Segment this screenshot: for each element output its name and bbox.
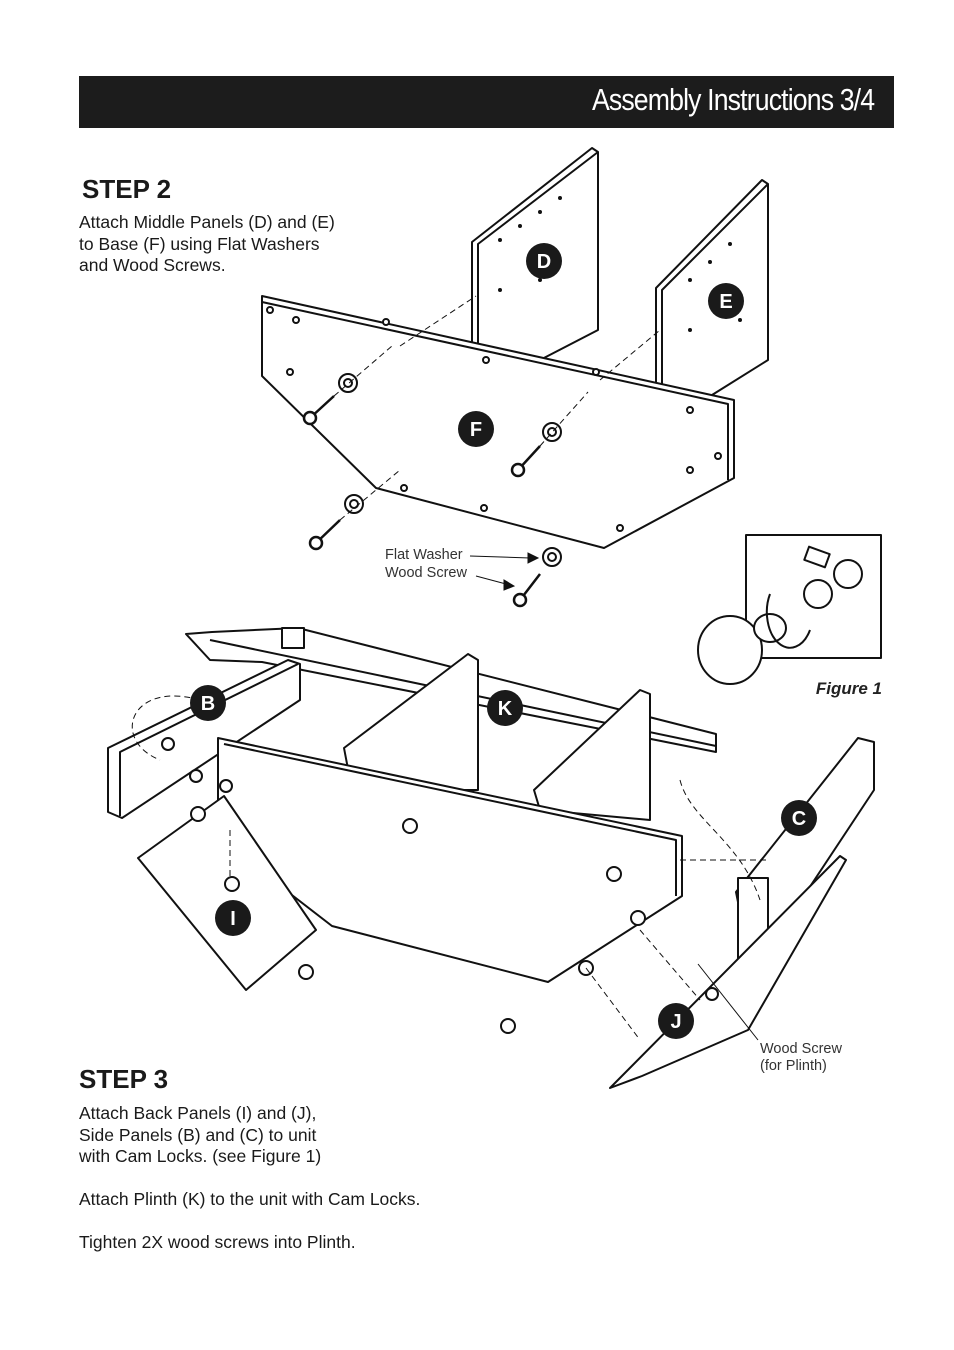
callout-arrows xyxy=(469,552,759,1041)
header-bar: Assembly Instructions 3/4 xyxy=(79,76,894,128)
figure-1-caption: Figure 1 xyxy=(816,679,882,698)
side-panel-b xyxy=(107,659,301,819)
step-2-title: STEP 2 xyxy=(82,174,172,204)
middle-panels xyxy=(343,653,651,821)
wood-screw-icon xyxy=(302,395,541,608)
step-2-instructions: Attach Middle Panels (D) and (E) to Base… xyxy=(79,212,335,277)
step-3-line: Attach Back Panels (I) and (J), xyxy=(79,1103,317,1123)
part-label-b: B xyxy=(201,693,215,715)
figure-1-box xyxy=(697,534,882,685)
part-badge-d: D xyxy=(526,243,562,279)
part-badge-e: E xyxy=(708,283,744,319)
base-panel-f xyxy=(261,295,735,549)
step-3-line: with Cam Locks. (see Figure 1) xyxy=(79,1146,322,1166)
step-3-screws-text: Tighten 2X wood screws into Plinth. xyxy=(79,1232,356,1252)
step-2-line: to Base (F) using Flat Washers xyxy=(79,233,320,254)
step-2-line: and Wood Screws. xyxy=(79,255,226,275)
part-label-f: F xyxy=(470,419,482,441)
part-label-d: D xyxy=(537,251,551,273)
step-3-title: STEP 3 xyxy=(79,1064,169,1094)
wood-screw-label: Wood Screw xyxy=(385,565,467,581)
part-badge-k: K xyxy=(487,690,523,726)
part-badge-i: I xyxy=(215,900,251,936)
part-label-k: K xyxy=(498,698,513,720)
flat-washer-icon xyxy=(338,373,562,567)
step-2-line: Attach Middle Panels (D) and (E) xyxy=(79,212,335,232)
plinth-screw-label: Wood Screw xyxy=(760,1041,842,1057)
cam-lock-icon xyxy=(161,737,719,1034)
part-badge-j: J xyxy=(658,1003,694,1039)
part-label-c: C xyxy=(792,808,806,830)
part-badge-b: B xyxy=(190,685,226,721)
part-label-j: J xyxy=(670,1011,681,1033)
step-3-instructions: Attach Back Panels (I) and (J), Side Pan… xyxy=(79,1103,420,1254)
step-3-line: Side Panels (B) and (C) to unit xyxy=(79,1124,317,1145)
part-badge-c: C xyxy=(781,800,817,836)
plinth-screw-label-2: (for Plinth) xyxy=(760,1058,827,1074)
part-badge-f: F xyxy=(458,411,494,447)
step-3-plinth-text: Attach Plinth (K) to the unit with Cam L… xyxy=(79,1189,421,1209)
page-title: Assembly Instructions 3/4 xyxy=(591,82,875,117)
part-label-i: I xyxy=(230,908,236,930)
flat-washer-label: Flat Washer xyxy=(385,547,463,563)
part-label-e: E xyxy=(719,291,732,313)
